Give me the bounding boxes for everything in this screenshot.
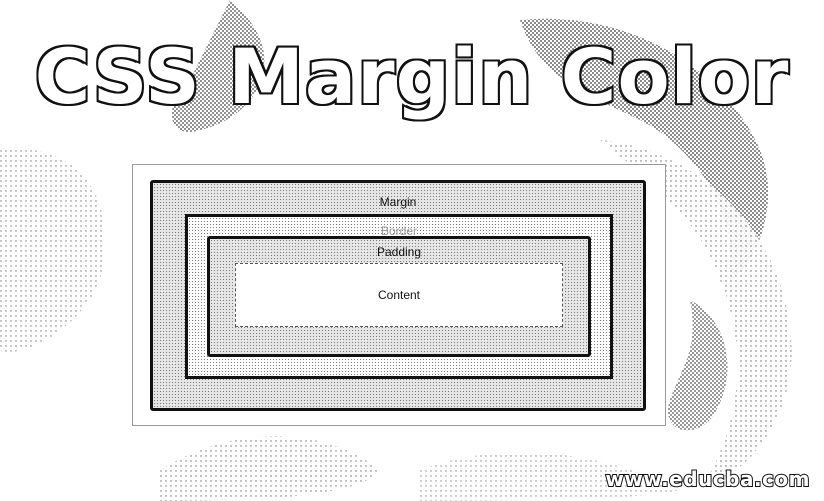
box-model-diagram: Margin Border Padding Content [132,164,666,426]
margin-label: Margin [379,195,417,209]
page-title: CSS Margin Color [33,30,791,123]
padding-area: Padding Content [207,236,591,357]
content-label: Content [377,288,421,302]
padding-label: Padding [376,245,422,259]
content-area: Content [235,263,563,327]
border-label: Border [380,224,418,238]
border-area: Border Padding Content [185,214,613,379]
watermark-url: www.educba.com [604,466,810,492]
margin-area: Margin Border Padding Content [150,180,646,411]
